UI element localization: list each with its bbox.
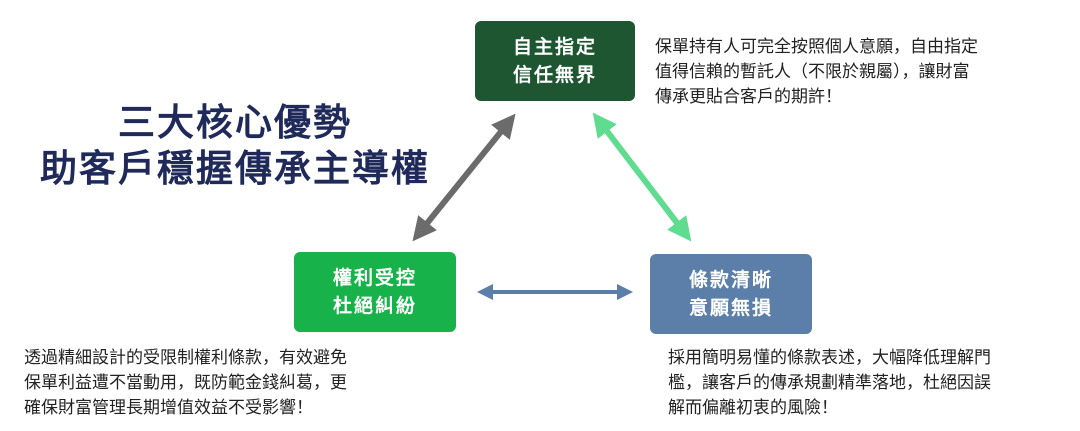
headline-line-1: 三大核心優勢 bbox=[118, 101, 352, 144]
headline-line-2: 助客戶穩握傳承主導權 bbox=[40, 147, 430, 190]
box-top-line-1: 自主指定 bbox=[512, 36, 597, 58]
description-top-line: 保單持有人可完全按照個人意願，自由指定 bbox=[655, 37, 978, 57]
box-top-line-2: 信任無界 bbox=[512, 64, 597, 86]
description-top-line: 傳承更貼合客戶的期許！ bbox=[655, 87, 842, 107]
description-left-line: 確保財富管理長期增值效益不受影響！ bbox=[24, 398, 313, 418]
description-right: 採用簡明易懂的條款表述，大幅降低理解門 檻，讓客戶的傳承規劃精準落地，杜絕因誤 … bbox=[668, 346, 991, 421]
box-self-designation: 自主指定 信任無界 bbox=[475, 21, 635, 101]
box-controlled-rights: 權利受控 杜絕糾紛 bbox=[294, 252, 456, 332]
box-left-line-1: 權利受控 bbox=[332, 267, 417, 289]
box-right-line-1: 條款清晰 bbox=[688, 269, 773, 291]
box-right-line-2: 意願無損 bbox=[688, 297, 773, 319]
box-left-line-2: 杜絕糾紛 bbox=[332, 295, 417, 317]
arrow-top-to-right bbox=[592, 112, 692, 242]
description-right-line: 解而偏離初衷的風險！ bbox=[668, 398, 838, 418]
description-left-line: 透過精細設計的受限制權利條款，有效避免 bbox=[24, 348, 347, 368]
box-clear-terms: 條款清晰 意願無損 bbox=[650, 254, 812, 334]
description-left: 透過精細設計的受限制權利條款，有效避免 保單利益遭不當動用，既防範金錢糾葛，更 … bbox=[24, 346, 347, 421]
description-top-line: 值得信賴的暫託人（不限於親屬），讓財富 bbox=[655, 62, 970, 82]
description-top: 保單持有人可完全按照個人意願，自由指定 值得信賴的暫託人（不限於親屬），讓財富 … bbox=[655, 35, 978, 110]
description-right-line: 檻，讓客戶的傳承規劃精準落地，杜絕因誤 bbox=[668, 373, 991, 393]
description-left-line: 保單利益遭不當動用，既防範金錢糾葛，更 bbox=[24, 373, 347, 393]
description-right-line: 採用簡明易懂的條款表述，大幅降低理解門 bbox=[668, 348, 991, 368]
arrow-left-to-top bbox=[412, 113, 516, 242]
